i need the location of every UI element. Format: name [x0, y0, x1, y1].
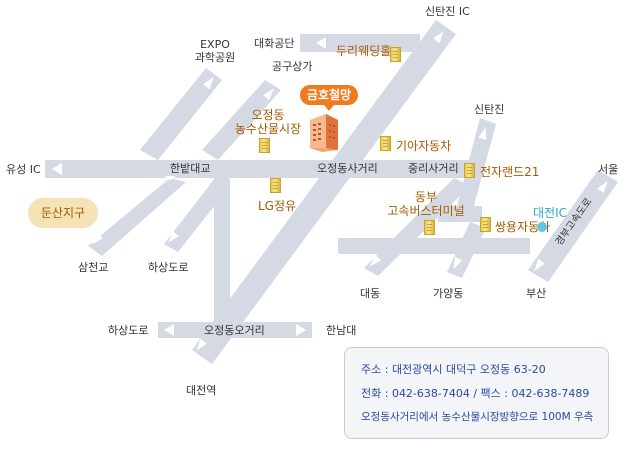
label-gayang: 가양동	[433, 287, 464, 300]
label-seoul: 서울	[598, 163, 619, 176]
label-yuseong-ic: 유성 IC	[6, 163, 41, 176]
label-hasang-road-1: 하상도로	[148, 261, 189, 274]
landmark-lg: LG정유	[258, 199, 297, 213]
label-gongu: 공구상가	[272, 60, 313, 73]
company-marker: 금호철망	[300, 85, 358, 111]
building-icon	[380, 136, 391, 151]
district-dunsan: 둔산지구	[28, 198, 98, 228]
landmark-kia: 기아자동차	[396, 139, 452, 153]
label-busan: 부산	[526, 287, 547, 300]
label-sintanjin-ic: 신탄진 IC	[425, 5, 470, 18]
contact-box: 주소 : 대전광역시 대덕구 오정동 63-20 전화 : 042-638-74…	[344, 347, 609, 439]
label-hasang-road-2: 하상도로	[108, 324, 149, 337]
building-icon	[390, 47, 401, 62]
company-building-icon	[310, 114, 338, 152]
landmark-jeonji: 전자랜드21	[480, 165, 540, 179]
label-daedong: 대동	[360, 287, 381, 300]
label-ojeong-ocross: 오정동오거리	[204, 324, 265, 337]
contact-phone: 전화 : 042-638-7404 / 팩스 : 042-638-7489	[361, 387, 590, 400]
building-icon	[259, 138, 270, 153]
arrow-icon	[52, 31, 608, 351]
label-jungri-cross: 중리사거리	[408, 162, 459, 175]
contact-address: 주소 : 대전광역시 대덕구 오정동 63-20	[361, 363, 546, 376]
landmark-daejeon-ic: 대전IC	[533, 206, 567, 220]
building-icon	[464, 163, 475, 178]
building-icon	[424, 220, 435, 235]
building-icon	[270, 178, 281, 193]
label-expo: EXPO 과학공원	[194, 38, 236, 64]
landmark-terminal: 동부 고속버스터미널	[387, 190, 465, 218]
landmark-market: 오정동 농수산물시장	[234, 108, 302, 136]
building-icon	[480, 217, 491, 232]
label-hannam: 한남대	[326, 324, 357, 337]
contact-note: 오정동사거리에서 농수산물시장방향으로 100M 우측	[361, 411, 594, 423]
label-samcheon: 삼천교	[78, 261, 109, 274]
label-daejeon-station: 대전역	[186, 384, 217, 397]
location-dot-icon	[537, 222, 547, 232]
label-daehwa: 대화공단	[254, 37, 295, 50]
label-sintanjin: 신탄진	[474, 103, 505, 116]
label-ojeong-cross: 오정동사거리	[317, 162, 378, 175]
label-hanbat: 한밭대교	[170, 162, 211, 175]
landmark-ssangyong: 쌍용자동차	[495, 220, 551, 234]
landmark-duri: 두리웨딩홀	[336, 44, 392, 58]
